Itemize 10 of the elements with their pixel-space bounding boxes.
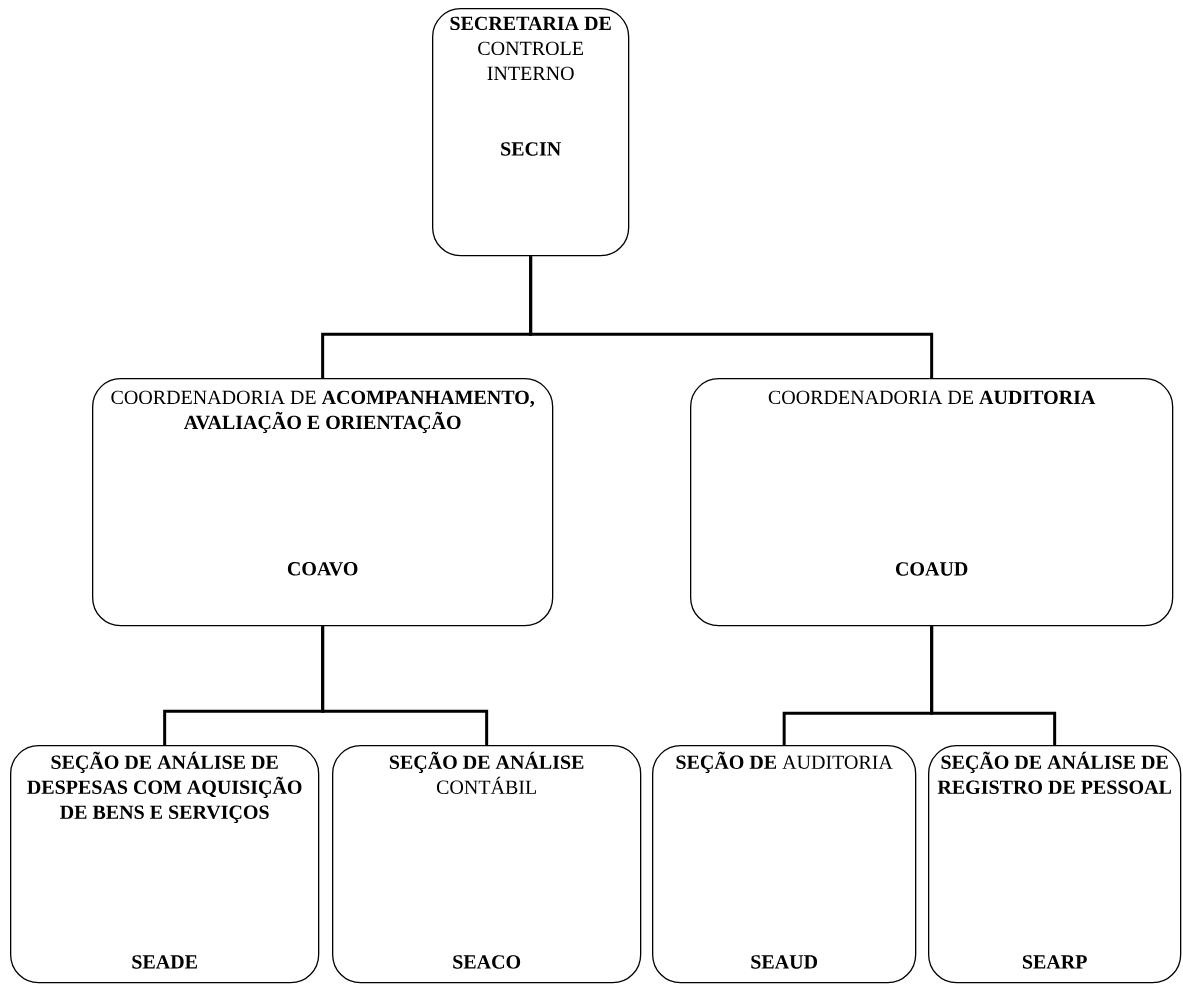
org-box: SEÇÃO DE ANÁLISE CONTÁBIL SEACO	[332, 745, 642, 984]
org-box: SECRETARIA DE CONTROLE INTERNO SECIN	[432, 8, 630, 257]
connector-line	[529, 256, 934, 378]
org-box: COORDENADORIA DE ACOMPANHAMENTO, AVALIAÇÃO E ORIENTAÇÃO COAVO	[92, 378, 554, 627]
connector-line	[930, 626, 1057, 745]
org-box: SEÇÃO DE AUDITORIA SEAUD	[652, 745, 917, 984]
org-box: SEÇÃO DE ANÁLISE DE REGISTRO DE PESSOAL SEARP	[928, 745, 1182, 984]
org-box: SEÇÃO DE ANÁLISE DE DESPESAS COM AQUISIÇÃO DE BENS E SERVIÇOS SEADE	[10, 745, 320, 984]
org-box: COORDENADORIA DE AUDITORIA COAUD	[690, 378, 1174, 627]
connector-line	[321, 626, 489, 745]
